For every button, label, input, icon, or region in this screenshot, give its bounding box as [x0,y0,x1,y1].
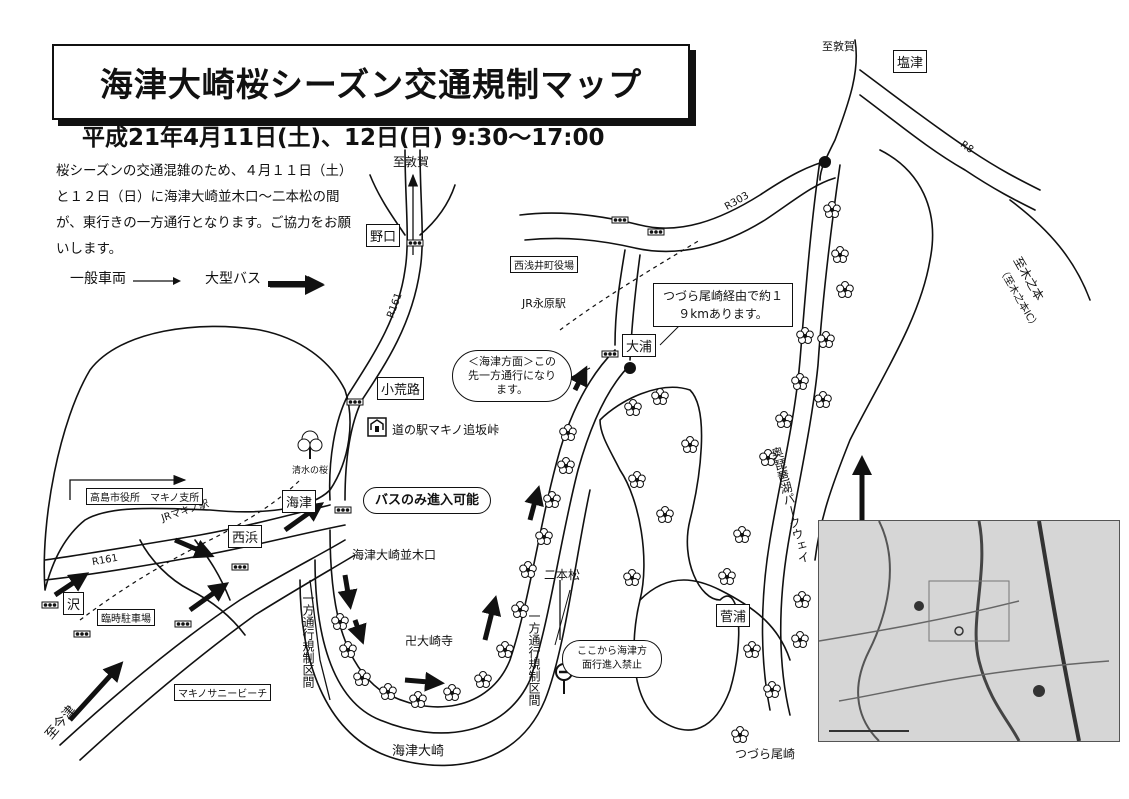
railway-jr-hokuriku [559,239,701,331]
inset-overview-map [818,520,1120,742]
bus-route-nishihama [174,537,215,559]
legend-large-bus: 大型バス [205,271,261,287]
label-sugaura: 菅浦 [716,604,751,627]
label-kaizu-osaki-namikiguchi: 海津大崎並木口 [352,548,437,562]
traffic-signal-icon [334,506,352,514]
label-jr-nagahara: JR永原駅 [522,297,566,310]
label-kouroji: 小荒路 [377,377,425,400]
callout-no-entry: ここから海津方面行進入禁止 [562,640,662,678]
legend-thick-arrow [268,276,324,292]
map-title: 海津大崎桜シーズン交通規制マップ [99,65,643,104]
road-r161-west-a [44,504,331,561]
label-nishihama: 西浜 [228,525,263,548]
traffic-signal-icon [41,601,59,609]
shoreline-west-lake [43,325,351,591]
callout-bus-only: バスのみ進入可能 [363,487,491,514]
label-one-way-right: 一方通行規制区間 [527,610,541,706]
traffic-signal-icon [601,350,619,358]
legend-thin-arrow [133,277,181,285]
notice-text: 桜シーズンの交通混雑のため、４月１１日（土）と１２日（日）に海津大崎並木口～二本… [56,163,353,257]
road-r8-b [859,94,1036,211]
traffic-signal-icon [647,228,665,236]
label-tsuzura-osaki: つづら尾崎 [735,747,796,761]
label-nishiazai-office: 西浅井町役場 [510,256,578,273]
label-takashima-office: 高島市役所 マキノ支所 [86,488,204,505]
label-michinoeki: 道の駅マキノ追坂峠 [392,423,500,437]
callout-kaizu-direction: ＜海津方面＞この先一方通行になります。 [452,350,572,402]
map-title-box: 海津大崎桜シーズン交通規制マップ [52,44,690,120]
road-r161-north-a [328,149,409,501]
michinoeki-icon [367,417,387,437]
road-r8-a [859,69,1041,191]
callout-tsuzura-route: つづら尾崎経由で約１９kmあります。 [653,283,793,327]
label-seisui-sakura: 清水の桜 [292,466,329,476]
traffic-signal-icon [346,398,364,406]
label-noguchi: 野口 [366,224,401,247]
legend-general-vehicle: 一般車両 [70,271,126,287]
label-nihonmatsu: 二本松 [544,568,581,582]
label-sawa: 沢 [63,592,85,615]
traffic-signal-icon [231,563,249,571]
label-kaizu-osaki: 海津大崎 [392,744,445,759]
junction-marker [819,156,831,168]
inset-map-drawing [819,521,1119,741]
bus-route-sawa [53,572,90,598]
road-oku-biwako-parkway-b [779,164,841,716]
traffic-signal-icon [73,630,91,638]
label-kaizu: 海津 [282,490,317,513]
road-tsuzura-peninsula [599,386,740,731]
traffic-signal-icon [611,216,629,224]
road-r161-north-b [344,149,424,501]
traffic-signal-icon [174,620,192,628]
tree-icon [297,430,323,459]
label-to-tsuruga-center: 至敦賀 [393,155,430,169]
traffic-signal-icon [406,239,424,247]
road-oku-biwako-parkway-a [761,159,821,711]
label-makino-sunny-beach: マキノサニービーチ [174,684,272,701]
junction-marker [624,362,636,374]
label-one-way-left: 一方通行規制区間 [301,592,315,688]
label-shiotsu: 塩津 [893,50,928,73]
label-oura: 大浦 [622,334,657,357]
label-temporary-parking: 臨時駐車場 [97,609,155,626]
label-to-tsuruga-top: 至敦賀 [822,40,855,53]
road-kaizu-osaki-b [314,364,631,734]
label-osakiji: 卍大崎寺 [405,634,454,648]
bus-route-imazu [68,661,124,722]
date-line: 平成21年4月11日(土)、12日(日) 9:30～17:00 [82,125,605,151]
